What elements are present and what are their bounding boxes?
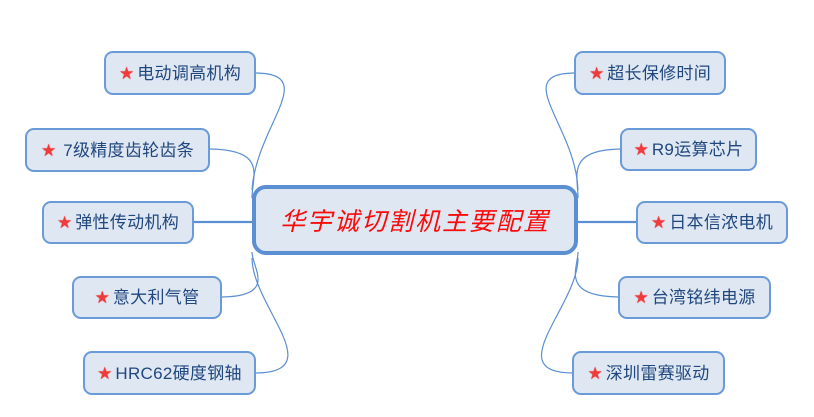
star-icon: ★ (56, 213, 73, 232)
star-icon: ★ (40, 140, 57, 160)
connector-left-1 (251, 72, 285, 191)
branch-label: 7级精度齿轮齿条 (63, 140, 195, 160)
connector-left-5 (251, 257, 289, 374)
branch-label: 台湾铭纬电源 (651, 288, 756, 307)
branch-label: HRC62硬度钢轴 (115, 363, 242, 383)
branch-node-left-5[interactable]: ★ HRC62硬度钢轴 (83, 351, 256, 395)
connector-right-2 (576, 148, 621, 199)
connector-right-1 (545, 72, 579, 191)
branch-label: 深圳雷赛驱动 (605, 363, 710, 383)
branch-label: R9运算芯片 (651, 140, 744, 159)
branch-label: 超长保修时间 (607, 63, 712, 83)
star-icon: ★ (94, 288, 110, 307)
branch-label: 日本信浓电机 (669, 213, 774, 232)
branch-node-left-4[interactable]: ★ 意大利气管 (72, 276, 222, 319)
center-node[interactable]: 华宇诚切割机主要配置 (252, 185, 578, 255)
star-icon: ★ (633, 288, 649, 307)
branch-label: 电动调高机构 (137, 63, 242, 83)
star-icon: ★ (118, 63, 135, 83)
star-icon: ★ (633, 140, 649, 159)
branch-node-left-2[interactable]: ★ 7级精度齿轮齿条 (25, 128, 210, 172)
branch-node-right-2[interactable]: ★ R9运算芯片 (620, 128, 757, 171)
branch-node-right-3[interactable]: ★ 日本信浓电机 (636, 201, 788, 244)
branch-node-left-3[interactable]: ★ 弹性传动机构 (42, 201, 194, 244)
star-icon: ★ (650, 213, 667, 232)
star-icon: ★ (587, 363, 603, 383)
branch-node-right-4[interactable]: ★ 台湾铭纬电源 (618, 276, 771, 319)
branch-node-right-1[interactable]: ★ 超长保修时间 (574, 51, 726, 95)
branch-node-right-5[interactable]: ★ 深圳雷赛驱动 (572, 351, 725, 395)
star-icon: ★ (97, 363, 113, 383)
connector-left-4 (221, 251, 259, 298)
branch-node-left-1[interactable]: ★ 电动调高机构 (104, 51, 256, 95)
branch-label: 意大利气管 (112, 288, 200, 307)
branch-label: 弹性传动机构 (75, 213, 180, 232)
center-title: 华宇诚切割机主要配置 (279, 209, 550, 236)
connector-right-4 (574, 251, 619, 298)
connector-left-2 (209, 148, 255, 199)
star-icon: ★ (588, 63, 605, 83)
